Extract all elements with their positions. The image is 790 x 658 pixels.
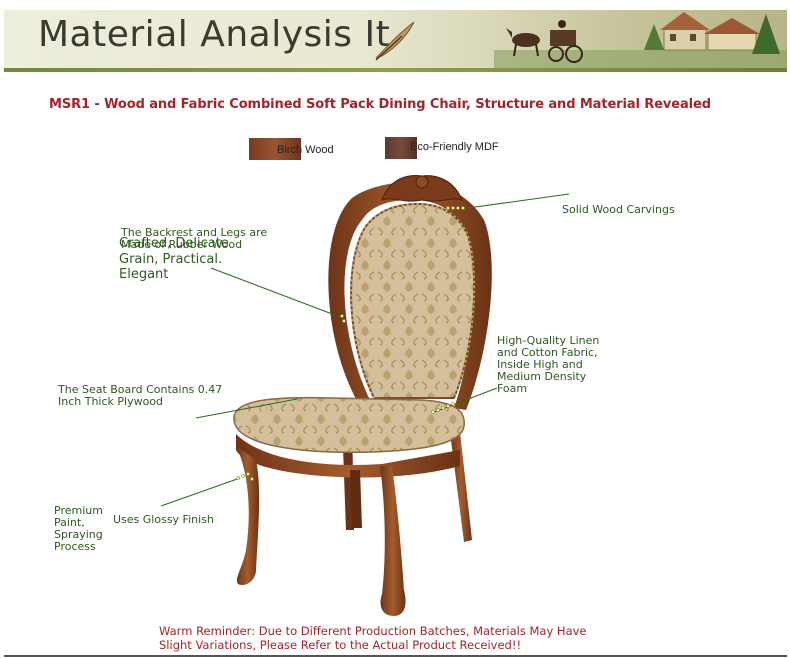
note-glossy-finish: Uses Glossy Finish (113, 513, 214, 526)
page-subtitle: MSR1 - Wood and Fabric Combined Soft Pac… (49, 97, 711, 112)
dining-chair-illustration (233, 175, 492, 616)
legend-swatch-eco-mdf (385, 137, 417, 159)
quill-pen-icon (375, 21, 415, 61)
legend-swatch-birch-wood (249, 138, 301, 160)
note-premium-paint: Premium Paint, Spraying Process (54, 504, 103, 553)
note-solid-wood-carvings: Solid Wood Carvings (562, 203, 675, 216)
banner-title: Material Analysis It (38, 14, 391, 55)
legend-label-birch-wood: Birch Wood (277, 144, 334, 156)
legend-label-eco-mdf: Eco-Friendly MDF (410, 141, 499, 153)
note-seat-plywood: The Seat Board Contains 0.47 Inch Thick … (58, 383, 223, 408)
note-backrest-line2: Made of Rubber Wood (121, 238, 243, 251)
warm-reminder-note: Warm Reminder: Due to Different Producti… (159, 624, 587, 652)
bottom-divider (4, 655, 787, 657)
horse-carriage-village-scene (494, 12, 787, 70)
note-fabric-foam: High-Quality Linen and Cotton Fabric, In… (497, 334, 600, 395)
note-crafted-grain: Crafted, Delicate Grain, Practical. Eleg… (119, 236, 229, 282)
header-banner: Material Analysis It (4, 10, 787, 72)
note-backrest-line1: The Backrest and Legs are (121, 226, 268, 239)
